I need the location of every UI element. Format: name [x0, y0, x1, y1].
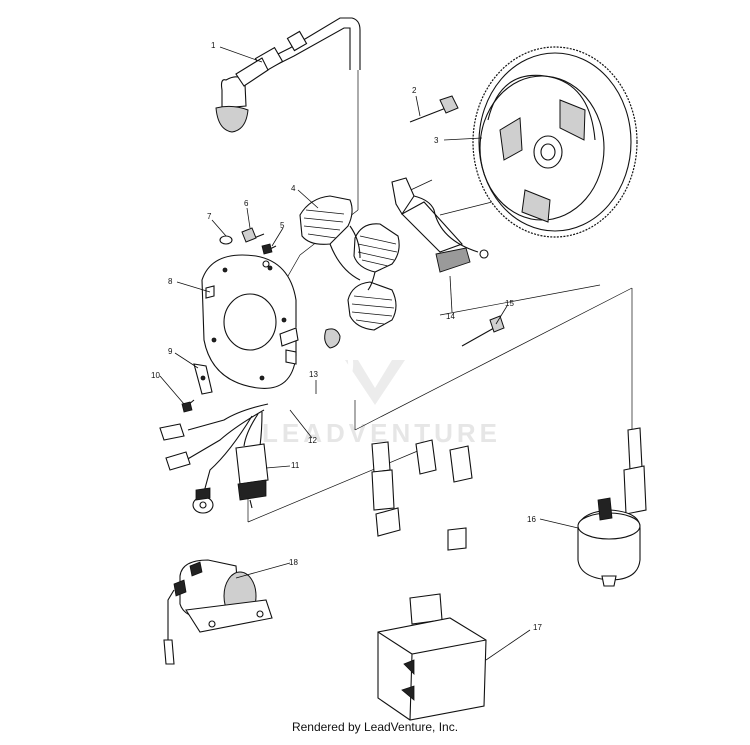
part-ignition-coil	[577, 427, 647, 587]
callout-4: 4	[291, 184, 296, 193]
callout-8: 8	[168, 277, 173, 286]
footer-credit: Rendered by LeadVenture, Inc.	[291, 720, 459, 734]
callout-17: 17	[533, 623, 542, 632]
callout-14: 14	[446, 312, 455, 321]
callout-5: 5	[280, 221, 285, 230]
callout-15: 15	[505, 299, 514, 308]
callout-12: 12	[308, 436, 317, 445]
callout-leaders	[159, 46, 579, 661]
callout-3: 3	[434, 136, 439, 145]
part-flywheel	[472, 46, 638, 238]
callout-16: 16	[527, 515, 536, 524]
callout-2: 2	[412, 86, 417, 95]
part-stator-plate	[201, 254, 297, 389]
part-screws	[219, 227, 277, 268]
watermark-logo-icon	[345, 360, 405, 405]
part-spark-plug-cap	[215, 17, 361, 133]
part-cdi-box	[371, 439, 487, 721]
callout-6: 6	[244, 199, 249, 208]
callout-11: 11	[291, 461, 300, 470]
part-bolt-2	[409, 95, 459, 123]
callout-7: 7	[207, 212, 212, 221]
callout-9: 9	[168, 347, 173, 356]
part-clamp	[181, 363, 213, 413]
callout-1: 1	[211, 41, 216, 50]
callout-10: 10	[151, 371, 160, 380]
part-connector-11	[235, 443, 269, 509]
part-stator-coils	[299, 195, 400, 331]
callout-labels: 1 2 3 4 5 6 7 8 9 10 11 12 13 14 15 16 1…	[151, 41, 542, 632]
part-wiring-harness	[159, 327, 354, 514]
callout-18: 18	[289, 558, 298, 567]
part-pulser-coil	[391, 177, 489, 273]
part-solenoid	[163, 559, 273, 665]
part-bolt-15	[461, 315, 505, 347]
callout-13: 13	[309, 370, 318, 379]
